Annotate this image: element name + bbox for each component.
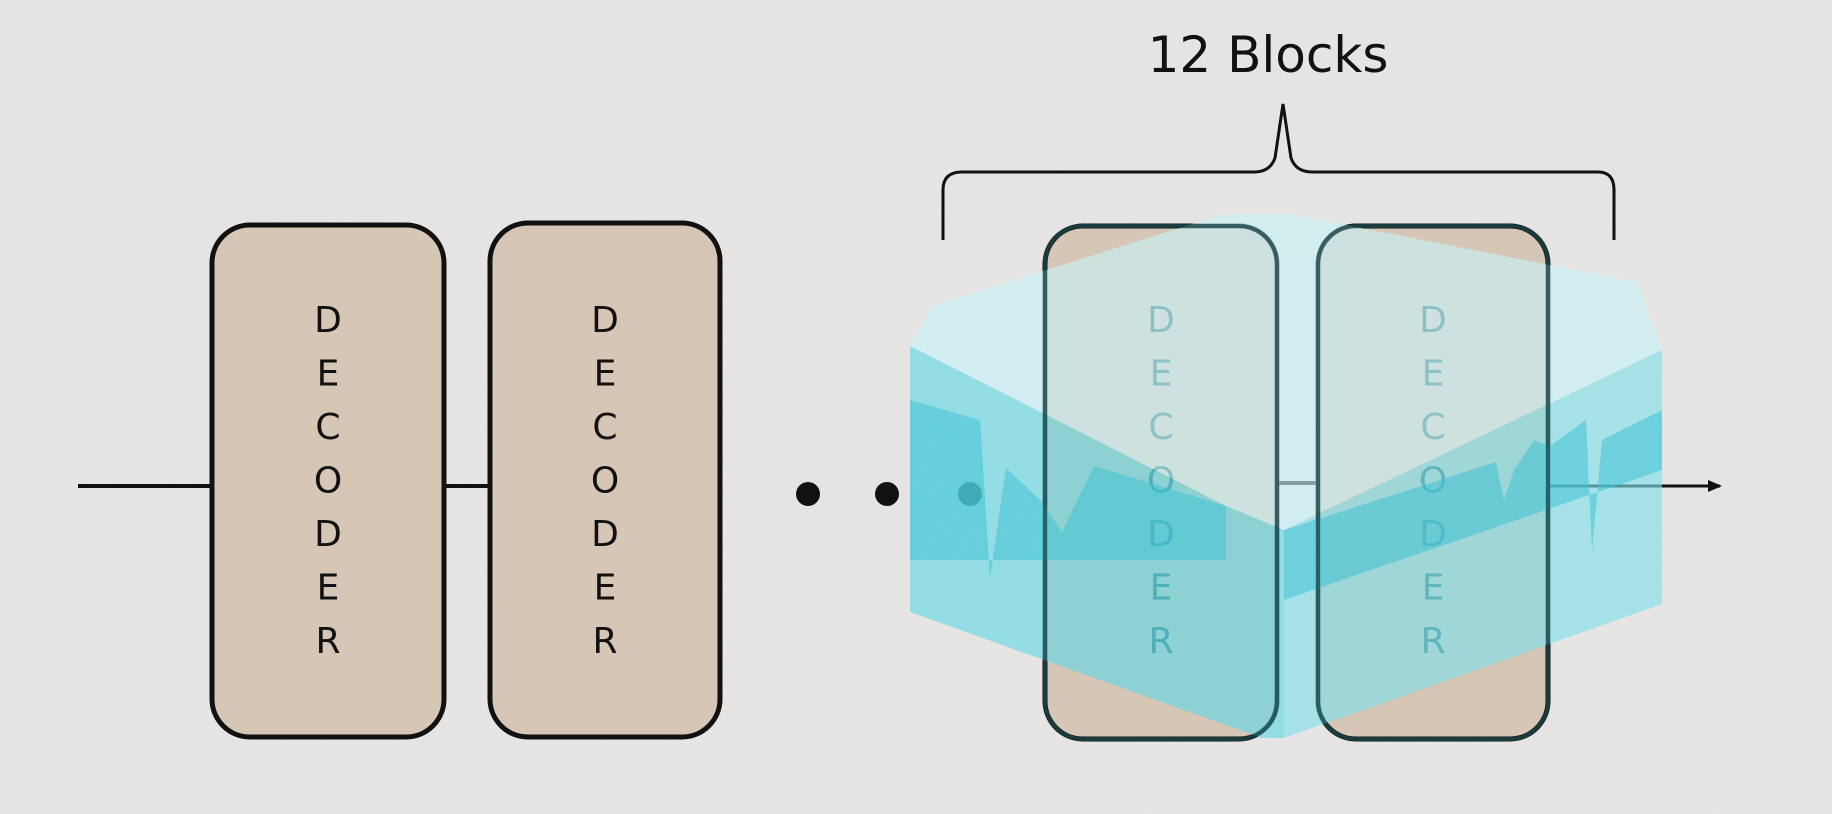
group-label: 12 Blocks <box>1148 26 1389 84</box>
ice-drips <box>910 400 1662 600</box>
frozen-block-outlines <box>1043 224 1550 741</box>
frozen-block-outline <box>1316 224 1550 741</box>
ellipsis-dot <box>796 482 820 506</box>
ellipsis-dot <box>875 482 899 506</box>
icicle <box>910 400 1226 578</box>
ice-top-face <box>910 214 1662 530</box>
frozen-block-outline <box>1043 224 1279 741</box>
decoder-block-box <box>487 220 723 740</box>
decoder-block-box <box>209 222 447 740</box>
group-brace <box>941 103 1616 240</box>
icicle <box>1284 410 1662 600</box>
